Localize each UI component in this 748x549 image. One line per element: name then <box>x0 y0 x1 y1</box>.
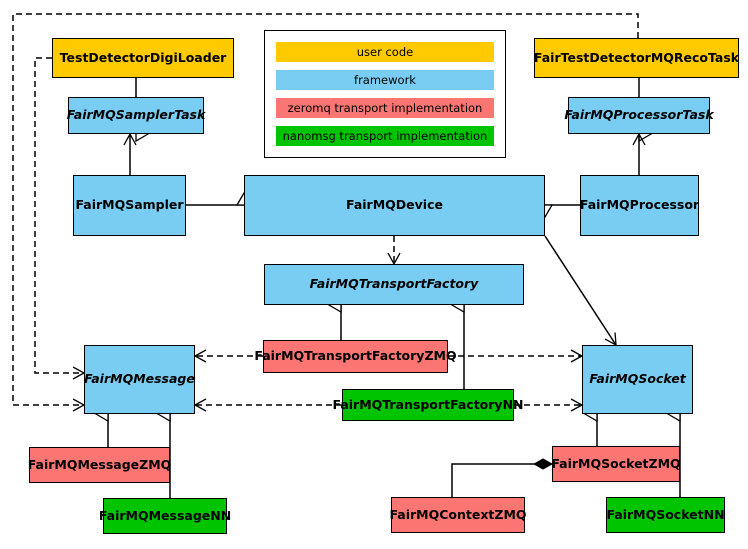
legend-panel: user code framework zeromq transport imp… <box>264 30 506 158</box>
class-box-fairmqmessage[interactable]: FairMQMessage <box>84 345 195 414</box>
class-box-fairmqsampler[interactable]: FairMQSampler <box>73 175 186 236</box>
class-box-fairmqsamplertask[interactable]: FairMQSamplerTask <box>67 97 205 134</box>
edge-contextzmq-socketzmq <box>451 464 552 497</box>
legend-item-framework: framework <box>276 70 494 90</box>
class-box-fairmqsocketnn[interactable]: FairMQSocketNN <box>606 497 725 533</box>
class-box-fairmqtransportfactorynn[interactable]: FairMQTransportFactoryNN <box>333 389 524 421</box>
edge-device-socket <box>544 235 617 347</box>
legend-item-zeromq: zeromq transport implementation <box>276 98 494 118</box>
class-box-fairmqmessagezmq[interactable]: FairMQMessageZMQ <box>28 447 171 483</box>
class-box-fairmqprocessortask[interactable]: FairMQProcessorTask <box>564 97 714 134</box>
class-box-fairmqdevice[interactable]: FairMQDevice <box>244 175 545 236</box>
class-box-fairmqsocketzmq[interactable]: FairMQSocketZMQ <box>551 446 681 482</box>
class-box-fairmqprocessor[interactable]: FairMQProcessor <box>580 175 699 236</box>
class-box-fairmqmessagenn[interactable]: FairMQMessageNN <box>99 498 231 534</box>
legend-item-nanomsg: nanomsg transport implementation <box>276 126 494 146</box>
class-box-fairmqsocket[interactable]: FairMQSocket <box>582 345 693 414</box>
class-box-fairmqcontextzmq[interactable]: FairMQContextZMQ <box>389 497 527 533</box>
class-box-fairtestdetectormqrecotask[interactable]: FairTestDetectorMQRecoTask <box>534 38 739 78</box>
legend-item-user-code: user code <box>276 42 494 62</box>
class-box-testdetectordigiloader[interactable]: TestDetectorDigiLoader <box>52 38 234 78</box>
class-box-fairmqtransportfactoryzmq[interactable]: FairMQTransportFactoryZMQ <box>254 340 457 373</box>
class-box-fairmqtransportfactory[interactable]: FairMQTransportFactory <box>264 264 524 305</box>
